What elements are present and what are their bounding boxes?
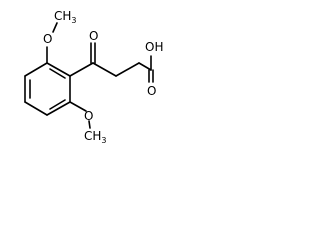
bond-methoxy-top-to-methyl <box>52 22 58 33</box>
chemical-structure: O CH3 O CH3 O OH O <box>24 9 163 145</box>
ring-bond <box>46 62 71 77</box>
bond-ring-to-methoxy-bottom <box>69 101 87 112</box>
bond-chain-1 <box>92 62 117 77</box>
ring-inner-bond <box>49 99 66 110</box>
bond-methoxy-bottom-to-methyl <box>88 120 91 129</box>
bond-ring-to-carbonyl <box>69 62 94 77</box>
methoxy-bottom-oxygen-label: O <box>84 109 93 123</box>
benzene-ring <box>24 62 71 116</box>
ring-bond <box>24 101 48 116</box>
methyl-bottom-label: CH3 <box>84 129 107 145</box>
acid-carbonyl-oxygen-label: O <box>147 84 156 98</box>
ring-bond <box>24 62 48 77</box>
methyl-top-label: CH3 <box>54 9 77 25</box>
bond-chain-2 <box>115 62 140 77</box>
bond-chain-3 <box>138 62 152 71</box>
hydroxyl-label: OH <box>145 40 163 54</box>
methoxy-top-oxygen-label: O <box>43 32 52 46</box>
ring-inner-bond <box>49 68 66 79</box>
carbonyl-oxygen-label: O <box>89 29 98 43</box>
ring-bond <box>46 101 71 116</box>
